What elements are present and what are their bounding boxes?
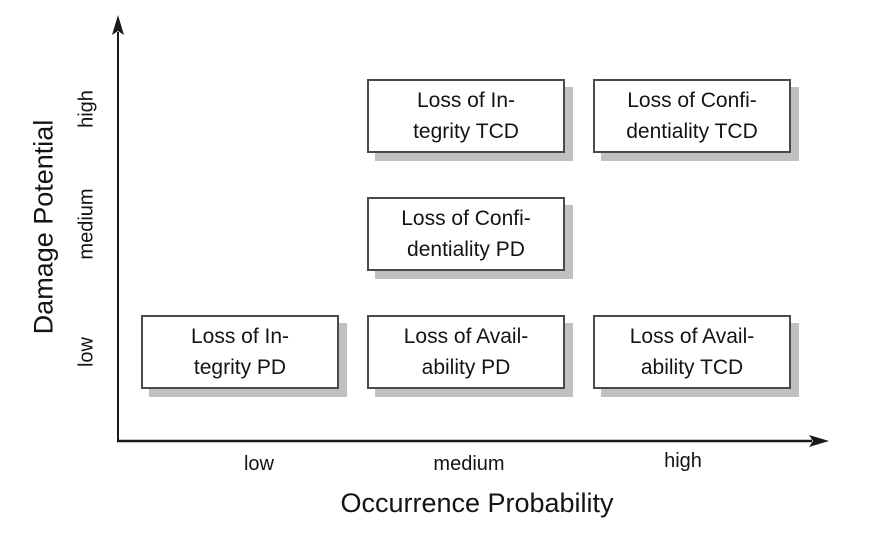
box-loss-of-availability-pd: Loss of Avail- ability PD (367, 315, 565, 389)
x-tick-medium: medium (433, 453, 505, 475)
box-loss-of-integrity-pd: Loss of In- tegrity PD (141, 315, 339, 389)
box-label-line: dentiality PD (407, 238, 525, 261)
y-tick-low: low (75, 336, 98, 368)
box-label-line: tegrity TCD (413, 120, 519, 143)
box-label-line: Loss of Confi- (627, 89, 757, 112)
box-label-line: tegrity PD (193, 356, 287, 379)
box-label-line: Loss of In- (416, 89, 516, 112)
box-label-line: dentiality TCD (626, 120, 758, 143)
box-label-line: Loss of In- (190, 325, 290, 348)
box-label-line: ability PD (421, 356, 511, 379)
box-loss-of-confidentiality-pd: Loss of Confi- dentiality PD (367, 197, 565, 271)
y-axis-arrowhead-icon (112, 15, 124, 35)
box-label-line: Loss of Confi- (401, 207, 531, 230)
box-loss-of-confidentiality-tcd: Loss of Confi- dentiality TCD (593, 79, 791, 153)
box-label-line: Loss of Avail- (629, 325, 755, 348)
box-loss-of-integrity-tcd: Loss of In- tegrity TCD (367, 79, 565, 153)
x-tick-low: low (243, 453, 275, 475)
x-tick-high: high (664, 450, 702, 472)
box-label-line: ability TCD (640, 356, 744, 379)
x-axis-title: Occurrence Probability (340, 488, 614, 518)
y-axis-title: Damage Potential (28, 119, 59, 335)
box-loss-of-availability-tcd: Loss of Avail- ability TCD (593, 315, 791, 389)
x-axis-arrowhead-icon (809, 435, 829, 447)
y-tick-high: high (75, 90, 98, 128)
box-label-line: Loss of Avail- (403, 325, 529, 348)
y-tick-medium: medium (75, 188, 98, 260)
